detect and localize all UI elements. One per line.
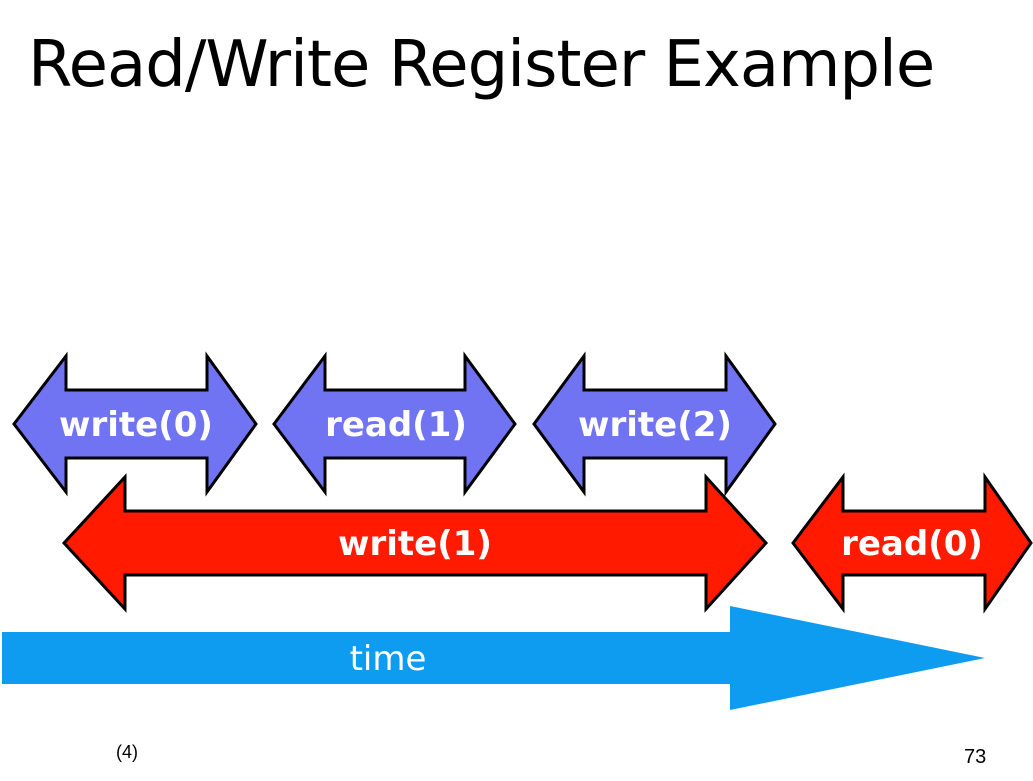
operation-label-read-0: read(0) <box>841 524 983 564</box>
operation-arrow-write-0 <box>12 351 258 497</box>
operation-write-1: write(1) <box>61 473 769 613</box>
operation-write-0: write(0) <box>12 351 258 497</box>
operation-arrow-write-2 <box>532 351 777 497</box>
operation-read-0: read(0) <box>791 472 1033 614</box>
operation-label-write-0: write(0) <box>59 405 213 445</box>
time-arrow <box>2 606 985 710</box>
operation-arrow-read-0 <box>791 472 1033 614</box>
operation-write-2: write(2) <box>532 351 777 497</box>
operation-label-write-1: write(1) <box>338 524 492 564</box>
page-number: 73 <box>964 746 987 768</box>
operation-read-1: read(1) <box>272 351 517 497</box>
operation-label-read-1: read(1) <box>325 405 467 445</box>
operation-label-write-2: write(2) <box>578 405 732 445</box>
operation-arrow-write-1 <box>61 473 769 613</box>
footer-note: (4) <box>116 742 138 762</box>
slide-title: Read/Write Register Example <box>28 28 935 102</box>
operation-arrow-read-1 <box>272 351 517 497</box>
time-axis: time <box>2 606 985 710</box>
time-label: time <box>350 639 427 679</box>
